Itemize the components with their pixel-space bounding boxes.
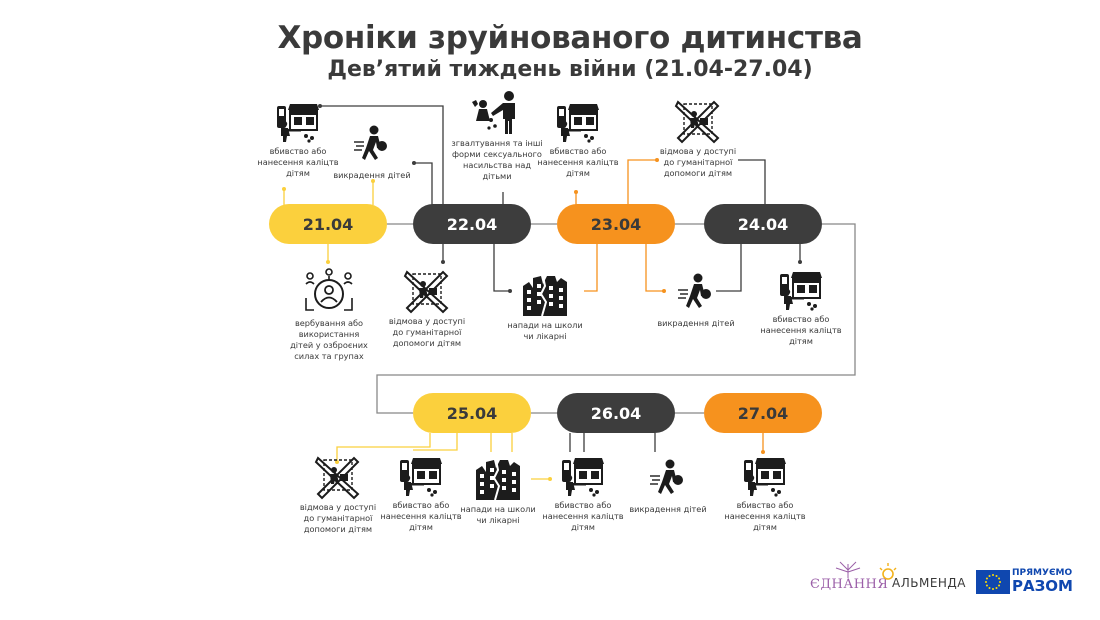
event-label: викрадення дітей (657, 318, 735, 328)
day-date: 21.04 (302, 214, 354, 234)
destroyed-building-icon (523, 275, 567, 317)
shooter-at-shop-icon (400, 458, 442, 497)
blocked-aid-icon (674, 100, 720, 144)
day-pill-21-04: 21.04 (269, 204, 387, 244)
event-25-04-killing: вбивство або нанесення каліцтв дітям (377, 454, 465, 533)
day-date: 27.04 (737, 403, 789, 423)
event-23-04-abduction: викрадення дітей (654, 272, 738, 329)
event-label: відмова у доступі до гуманітарної допомо… (299, 502, 377, 534)
running-kidnapper-icon (354, 125, 387, 160)
page-subtitle: Дев’ятий тиждень війни (21.04-27.04) (327, 57, 813, 82)
event-label: вбивство або нанесення каліцтв дітям (724, 500, 806, 532)
event-label: відмова у доступі до гуманітарної допомо… (388, 316, 466, 348)
day-pill-25-04: 25.04 (413, 393, 531, 433)
event-21-04-abduction: викрадення дітей (330, 124, 414, 181)
day-pill-27-04: 27.04 (704, 393, 822, 433)
page-title: Хроніки зруйнованого дитинства (277, 20, 863, 56)
blocked-aid-icon (403, 270, 449, 314)
event-label: вбивство або нанесення каліцтв дітям (542, 500, 624, 532)
shooter-at-shop-icon (780, 272, 822, 311)
event-23-04-aid-denial: відмова у доступі до гуманітарної допомо… (652, 98, 744, 179)
event-label: вбивство або нанесення каліцтв дітям (760, 314, 842, 346)
event-label: напади на школи чи лікарні (507, 320, 583, 341)
day-pill-24-04: 24.04 (704, 204, 822, 244)
event-24-04-killing: вбивство або нанесення каліцтв дітям (756, 268, 846, 347)
day-date: 22.04 (446, 214, 498, 234)
day-date: 25.04 (446, 403, 498, 423)
event-21-04-killing: вбивство або нанесення каліцтв дітям (248, 100, 348, 179)
event-label: вербування або використання дітей у озбр… (290, 318, 368, 361)
event-label: вбивство або нанесення каліцтв дітям (257, 146, 339, 178)
event-label: викрадення дітей (629, 504, 707, 514)
event-26-04-killing: вбивство або нанесення каліцтв дітям (538, 454, 628, 533)
event-26-04-abduction: викрадення дітей (626, 458, 710, 515)
event-22-04-aid-denial: відмова у доступі до гуманітарної допомо… (382, 268, 472, 349)
day-date: 26.04 (590, 403, 642, 423)
day-pill-26-04: 26.04 (557, 393, 675, 433)
day-pill-22-04: 22.04 (413, 204, 531, 244)
event-label: згвалтування та інші форми сексуального … (451, 138, 543, 181)
event-25-04-aid-denial: відмова у доступі до гуманітарної допомо… (292, 454, 384, 535)
event-21-04-recruitment: вербування або використання дітей у озбр… (280, 268, 378, 362)
event-23-04-killing: вбивство або нанесення каліцтв дітям (533, 100, 623, 179)
event-label: вбивство або нанесення каліцтв дітям (537, 146, 619, 178)
blocked-aid-icon (314, 456, 360, 500)
event-27-04-killing: вбивство або нанесення каліцтв дітям (720, 454, 810, 533)
destroyed-building-icon (476, 459, 520, 501)
shooter-at-shop-icon (557, 104, 599, 143)
event-label: відмова у доступі до гуманітарної допомо… (659, 146, 737, 178)
running-kidnapper-icon (678, 273, 711, 308)
day-pill-23-04: 23.04 (557, 204, 675, 244)
event-22-04-attacks-schools: напади на школи чи лікарні (506, 272, 584, 342)
sexual-violence-icon (472, 91, 515, 134)
child-soldier-recruitment-icon (305, 268, 353, 311)
event-label: вбивство або нанесення каліцтв дітям (380, 500, 462, 532)
shooter-at-shop-icon (277, 104, 319, 143)
event-25-04-attacks-schools: напади на школи чи лікарні (458, 456, 538, 526)
shooter-at-shop-icon (562, 458, 604, 497)
shooter-at-shop-icon (744, 458, 786, 497)
event-22-04-sexual-violence: згвалтування та інші форми сексуального … (446, 90, 548, 182)
day-date: 23.04 (590, 214, 642, 234)
event-label: викрадення дітей (333, 170, 411, 180)
day-date: 24.04 (737, 214, 789, 234)
running-kidnapper-icon (650, 459, 683, 494)
event-label: напади на школи чи лікарні (460, 504, 536, 525)
